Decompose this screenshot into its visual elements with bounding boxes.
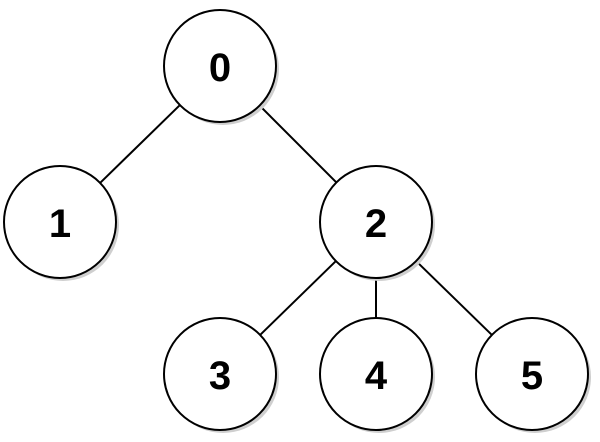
tree-node-0: 0 [163,9,279,125]
node-label: 5 [521,354,543,398]
tree-node-4: 4 [319,317,435,433]
tree-node-3: 3 [163,317,279,433]
node-label: 1 [49,202,71,246]
tree-node-5: 5 [475,317,591,433]
node-label: 2 [365,202,387,246]
tree-node-2: 2 [319,165,435,281]
tree-node-1: 1 [3,165,119,281]
node-circle [319,317,433,431]
node-label: 3 [209,354,231,398]
node-circle [475,317,589,431]
edges-layer [99,104,493,336]
node-label: 4 [365,354,388,398]
edge-2-3 [259,260,337,336]
nodes-layer: 0 1 2 3 4 5 [3,9,591,433]
edge-2-5 [415,260,493,336]
node-circle [163,9,277,123]
node-label: 0 [209,46,231,90]
edge-0-2 [258,104,338,184]
node-circle [3,165,117,279]
node-circle [163,317,277,431]
node-circle [319,165,433,279]
edge-0-1 [99,104,181,184]
